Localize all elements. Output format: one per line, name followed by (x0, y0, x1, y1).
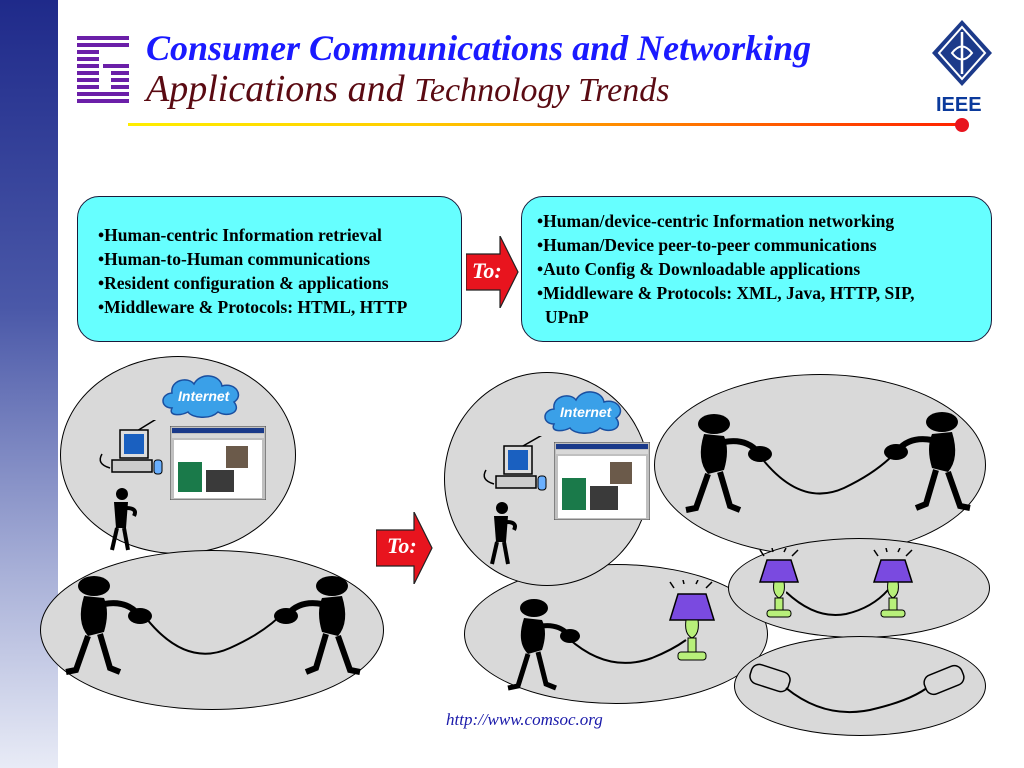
left-phone-cord (146, 602, 288, 662)
after-item-4: Middleware & Protocols: XML, Java, HTTP,… (537, 281, 991, 305)
lamp-icon-1 (664, 580, 720, 664)
right-person-lamp-oval (464, 564, 768, 704)
right-caller-a-icon (684, 410, 776, 518)
after-item-1: Human/device-centric Information network… (537, 209, 991, 233)
comsoc-logo (77, 34, 131, 110)
left-internet-cloud-icon: Internet (158, 370, 246, 420)
before-item-4: Middleware & Protocols: HTML, HTTP (98, 295, 461, 319)
left-computer-icon (92, 420, 176, 488)
left-caller-a-icon (64, 572, 156, 680)
slide-title-line2: Applications and Technology Trends (146, 68, 669, 112)
before-features-box: Human-centric Information retrieval Huma… (77, 196, 462, 342)
middle-to-arrow (376, 512, 434, 584)
right-computer-icon (476, 436, 560, 504)
middle-arrow-label: To: (387, 533, 417, 558)
after-item-2: Human/Device peer-to-peer communications (537, 233, 991, 257)
after-features-box: Human/device-centric Information network… (521, 196, 992, 342)
person-lamp-cord (568, 628, 688, 668)
after-item-3: Auto Config & Downloadable applications (537, 257, 991, 281)
right-phone-cord-top (760, 442, 900, 502)
device-to-device-link-icon (748, 660, 972, 716)
title-line2-part-b: Technology Trends (414, 72, 670, 109)
right-caller-b-icon (880, 408, 972, 516)
right-person-on-phone-icon (484, 500, 524, 570)
right-internet-label: Internet (560, 404, 613, 420)
top-to-arrow (466, 236, 520, 308)
underline-dot (955, 118, 969, 132)
left-webpage-screenshot (170, 426, 266, 500)
left-caller-b-icon (270, 572, 362, 680)
ieee-label: IEEE (936, 94, 982, 116)
before-item-2: Human-to-Human communications (98, 247, 461, 271)
before-item-3: Resident configuration & applications (98, 271, 461, 295)
right-webpage-screenshot (554, 442, 650, 520)
left-person-on-phone-icon (104, 486, 144, 556)
title-underline (128, 123, 960, 126)
lamp-icon-3 (870, 548, 916, 622)
before-item-1: Human-centric Information retrieval (98, 223, 461, 247)
left-internet-label: Internet (178, 388, 231, 404)
person-calling-lamp-icon (506, 596, 586, 696)
slide-title-line1: Consumer Communications and Networking (146, 28, 812, 68)
lamp-lamp-cord (786, 586, 890, 620)
right-internet-cloud-icon: Internet (540, 386, 628, 436)
after-item-4-continuation: UPnP (545, 307, 589, 327)
right-lamp-lamp-oval (728, 538, 990, 638)
ieee-diamond-icon (930, 18, 994, 88)
top-arrow-label: To: (472, 258, 502, 283)
footer-url[interactable]: http://www.comsoc.org (446, 710, 603, 729)
lamp-icon-2 (756, 548, 802, 622)
title-line2-part-a: Applications and (146, 68, 415, 110)
